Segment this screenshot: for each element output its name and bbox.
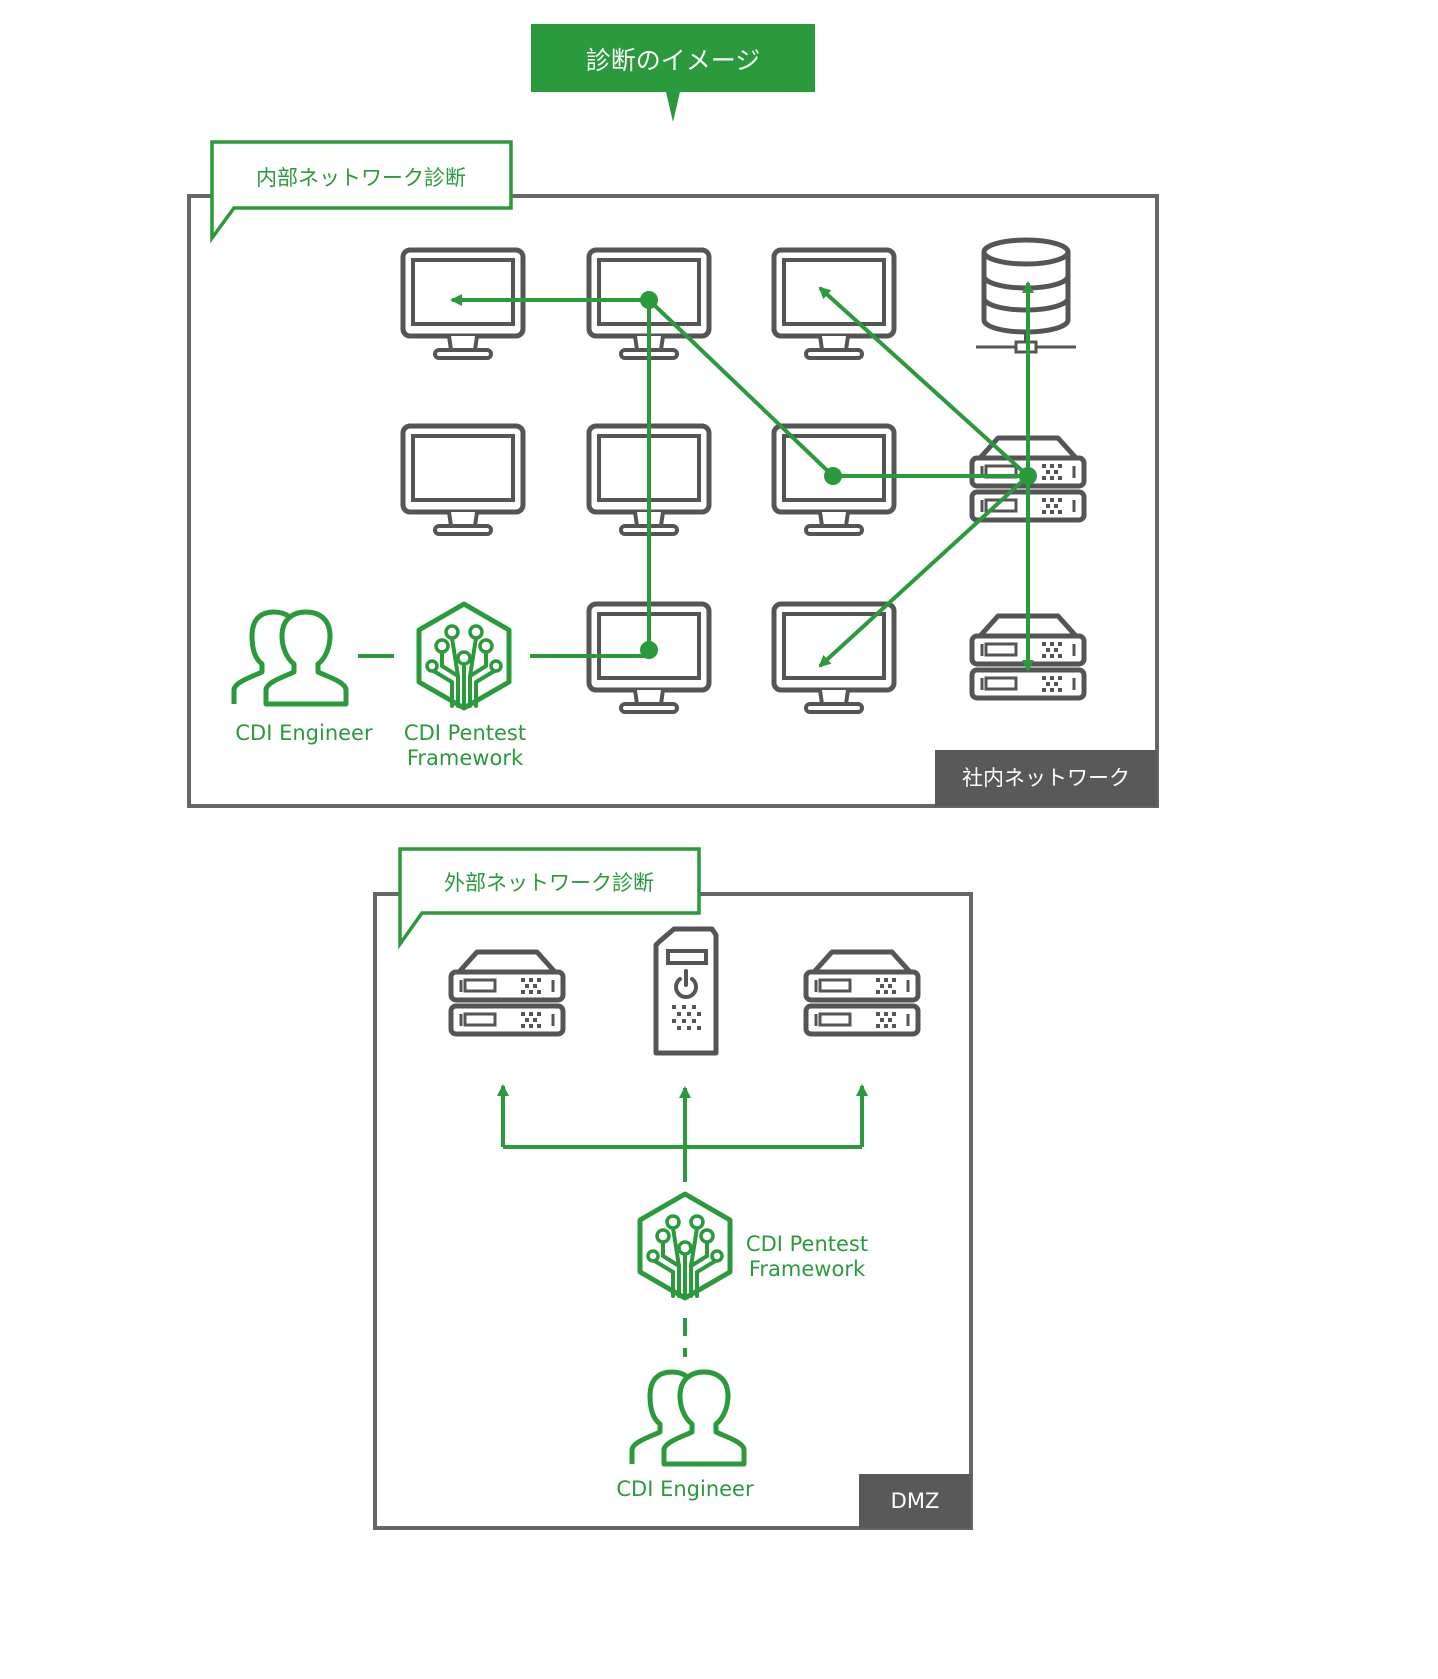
- external-zone-tag: DMZ: [859, 1474, 971, 1528]
- circuit-hexagon-icon: [419, 604, 509, 708]
- circuit-hexagon-icon: [640, 1194, 730, 1298]
- server-rack-icon: [451, 952, 563, 1034]
- internal-callout-text: 内部ネットワーク診断: [256, 166, 466, 190]
- external-callout: 外部ネットワーク診断: [398, 847, 701, 950]
- external-framework-label-1: CDI Pentest: [746, 1232, 868, 1256]
- internal-zone-label: 社内ネットワーク: [962, 766, 1130, 790]
- internal-zone-tag: 社内ネットワーク: [935, 750, 1157, 806]
- internal-engineer-label: CDI Engineer: [235, 721, 373, 745]
- internal-callout: 内部ネットワーク診断: [210, 140, 513, 244]
- server-rack-icon: [806, 952, 918, 1034]
- external-network-panel: 外部ネットワーク診断 DMZ CDI Pentest Framework CDI…: [373, 847, 973, 1530]
- external-callout-text: 外部ネットワーク診断: [444, 871, 654, 895]
- title-text: 診断のイメージ: [586, 46, 761, 75]
- external-zone-label: DMZ: [891, 1489, 940, 1513]
- path-nodes: [640, 291, 1037, 659]
- internal-framework-label-2: Framework: [407, 746, 524, 770]
- external-engineer-label: CDI Engineer: [616, 1477, 754, 1501]
- attack-paths: [358, 281, 1034, 672]
- internal-framework-label-1: CDI Pentest: [404, 721, 526, 745]
- tower-pc-icon: [656, 929, 716, 1053]
- external-framework-label-2: Framework: [749, 1257, 866, 1281]
- scan-paths: [497, 1084, 868, 1357]
- internal-network-panel: 内部ネットワーク診断 社内ネットワーク: [187, 140, 1159, 808]
- title-banner: 診断のイメージ: [531, 24, 815, 122]
